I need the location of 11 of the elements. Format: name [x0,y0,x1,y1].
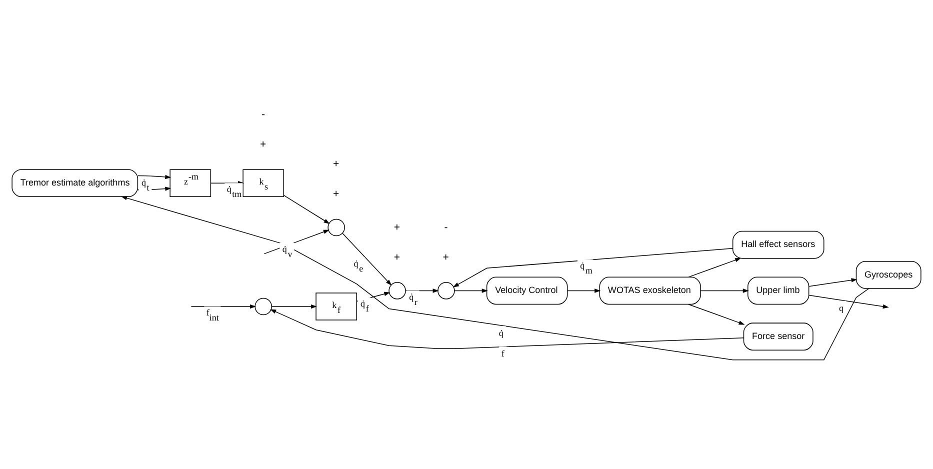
label: + [394,250,400,263]
label: - [261,108,265,120]
label: + [332,188,340,200]
label: + [332,158,340,170]
edge-label: q [838,302,844,312]
label: - [444,220,448,233]
label: + [394,220,400,233]
label: + [260,138,266,150]
label: + [442,250,449,263]
edge-label: f [501,348,504,358]
edge-label: q̇ [498,328,504,338]
